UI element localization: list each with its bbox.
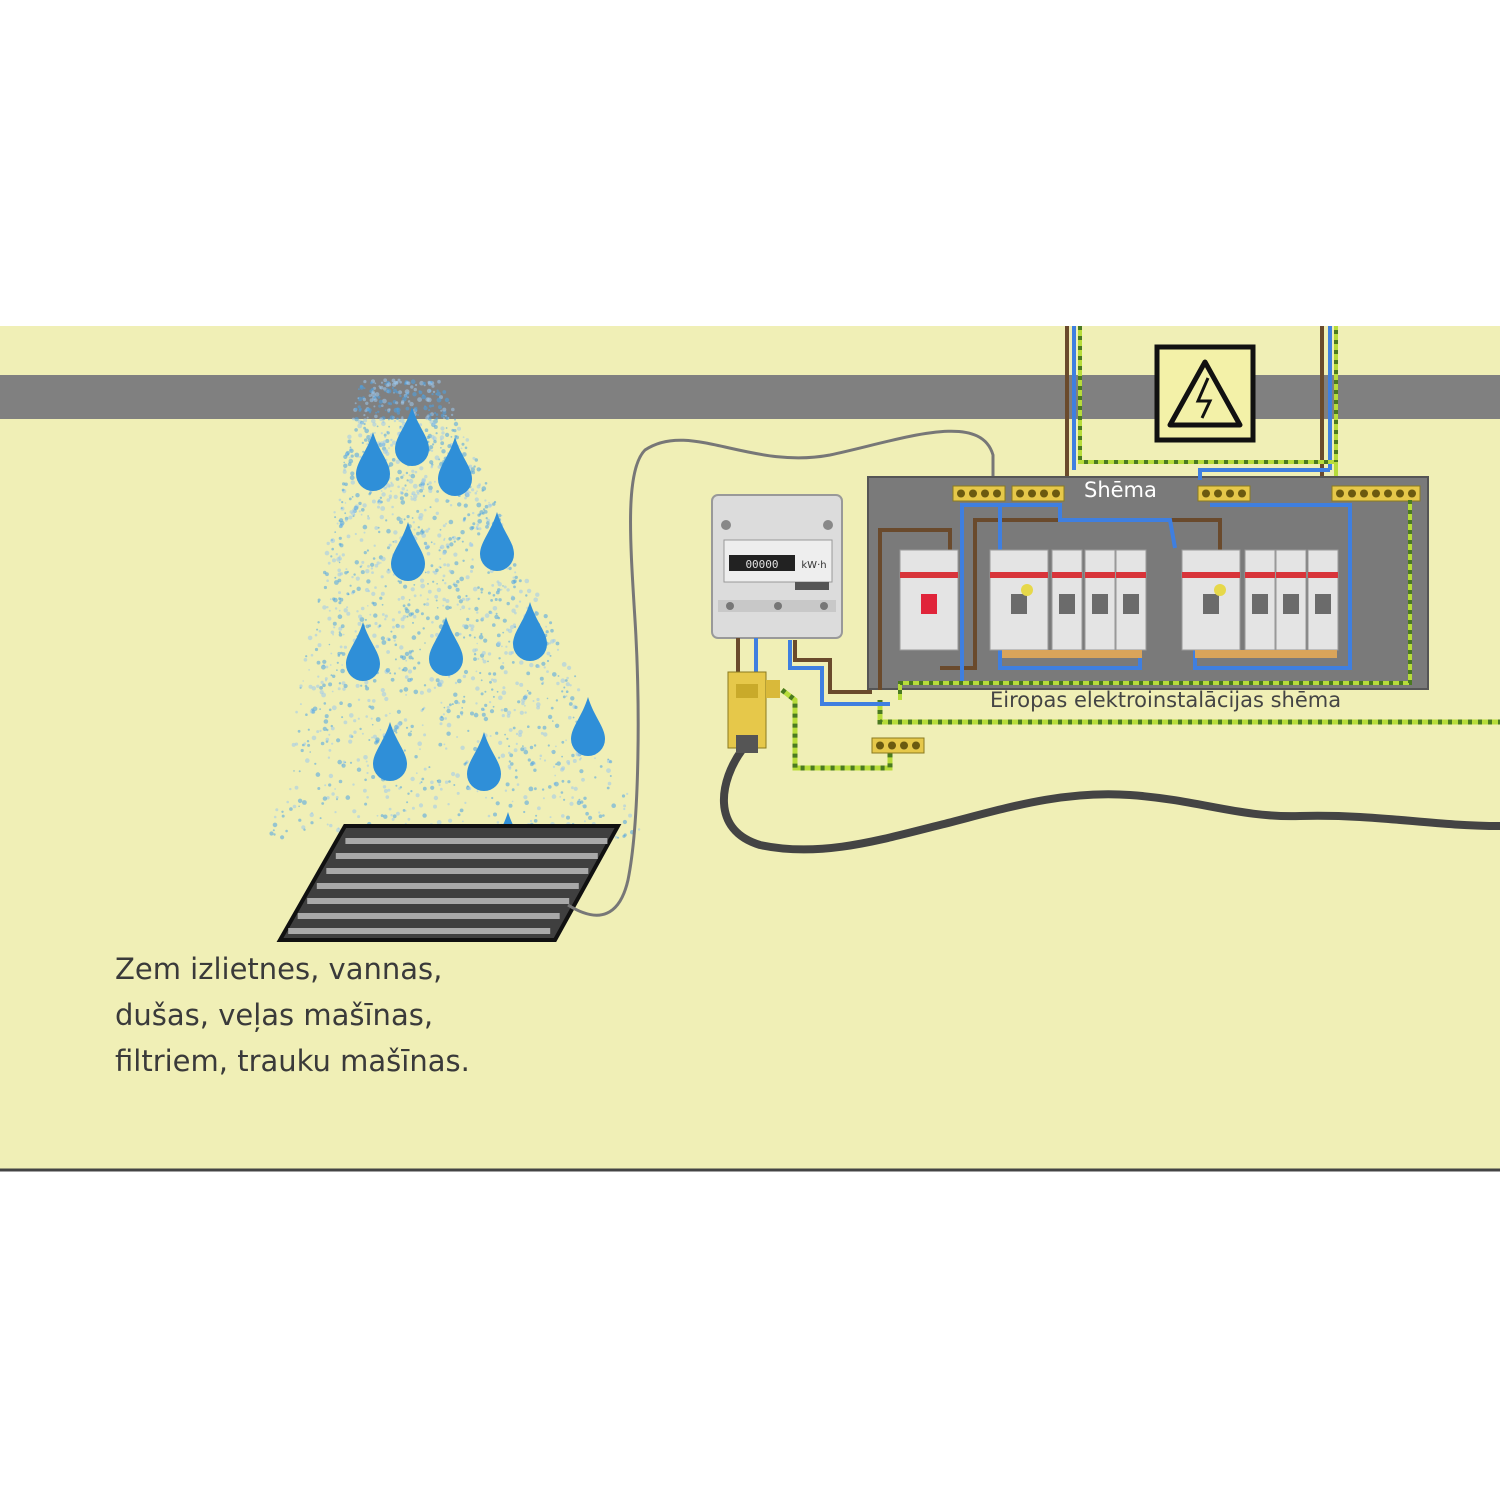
- water-drop: [429, 617, 463, 676]
- panel-title: Shēma: [1084, 478, 1157, 502]
- surge-protector: [727, 671, 780, 753]
- supply-cable: [720, 747, 1500, 854]
- caption-line-3: filtriem, trauku mašīnas.: [115, 1044, 470, 1078]
- sensor-cable: [567, 429, 995, 917]
- meter-reading: 00000: [745, 558, 778, 571]
- earth-wire: [780, 688, 1500, 771]
- meter-wiring: [736, 638, 890, 706]
- water-drop: [391, 522, 425, 581]
- water-drop: [395, 407, 429, 466]
- earth-busbar: [871, 737, 925, 754]
- electricity-meter-icon: 00000 kW·h: [711, 494, 843, 639]
- water-drop: [467, 732, 501, 791]
- water-drop: [480, 512, 514, 571]
- caption-line-1: Zem izlietnes, vannas,: [115, 952, 443, 986]
- distribution-panel: [867, 468, 1429, 700]
- floor-drain-grate-icon: [276, 824, 622, 942]
- high-voltage-warning-icon: [1154, 344, 1256, 443]
- water-drop: [571, 697, 605, 756]
- water-drop: [513, 602, 547, 661]
- scheme-label: Eiropas elektroinstalācijas shēma: [990, 688, 1342, 712]
- water-drop: [373, 722, 407, 781]
- water-drop: [356, 432, 390, 491]
- ceiling-pipe: [0, 375, 1500, 419]
- meter-unit: kW·h: [801, 560, 826, 571]
- caption-text: Zem izlietnes, vannas, dušas, veļas mašī…: [115, 946, 635, 1084]
- water-drop: [438, 437, 472, 496]
- water-drop: [346, 622, 380, 681]
- caption-line-2: dušas, veļas mašīnas,: [115, 998, 434, 1032]
